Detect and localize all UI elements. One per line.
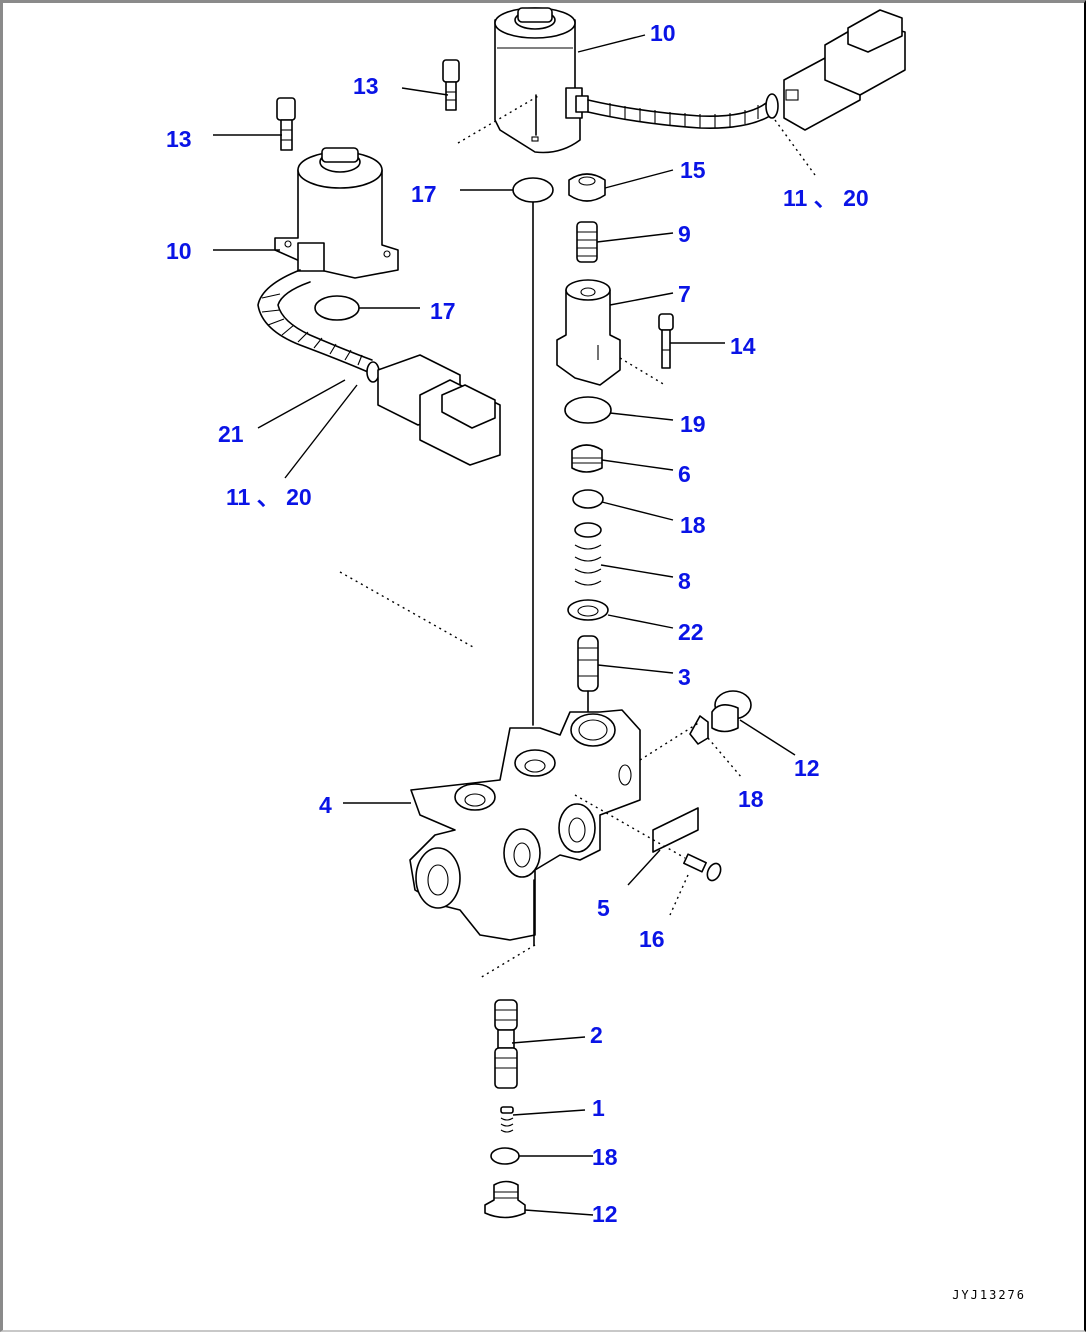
callout-10-top[interactable]: 10 (650, 20, 676, 46)
o-ring-17-top (512, 177, 554, 203)
plug-12-bottom (484, 1180, 526, 1219)
o-ring-18-b (689, 715, 709, 745)
callout-13-b[interactable]: 13 (166, 126, 192, 152)
o-ring-19 (564, 396, 612, 424)
callout-7[interactable]: 7 (678, 281, 691, 307)
o-ring-18-a (572, 489, 604, 509)
callout-21[interactable]: 21 (218, 421, 244, 447)
spring-9 (576, 221, 598, 263)
callout-2[interactable]: 2 (590, 1022, 603, 1048)
callout-4[interactable]: 4 (319, 792, 332, 818)
callout-13-a[interactable]: 13 (353, 73, 379, 99)
callout-9[interactable]: 9 (678, 221, 691, 247)
callout-11-20-left[interactable]: 11 、 20 (226, 484, 312, 510)
callout-10-left[interactable]: 10 (166, 238, 192, 264)
harness-top (587, 9, 906, 131)
callout-14[interactable]: 14 (730, 333, 756, 359)
valve-body-4 (409, 709, 641, 946)
callout-17-top[interactable]: 17 (411, 181, 437, 207)
callout-5[interactable]: 5 (597, 895, 610, 921)
solenoid-cartridge-7 (556, 279, 621, 386)
callout-11-20-top[interactable]: 11 、 20 (783, 185, 869, 211)
o-ring-18-c (490, 1147, 520, 1165)
alignment-lines (339, 94, 816, 979)
callout-12-bottom[interactable]: 12 (592, 1201, 618, 1227)
callout-6[interactable]: 6 (678, 461, 691, 487)
bolt-13-a (442, 59, 460, 111)
bolt-13-b (276, 97, 296, 151)
callout-15[interactable]: 15 (680, 157, 706, 183)
callout-19[interactable]: 19 (680, 411, 706, 437)
washer-22 (567, 599, 609, 621)
callout-17-mid[interactable]: 17 (430, 298, 456, 324)
screw-16 (683, 853, 722, 882)
callout-8[interactable]: 8 (678, 568, 691, 594)
valve-spool-3 (577, 635, 599, 713)
solenoid-top (494, 7, 589, 154)
nameplate-5 (652, 807, 699, 853)
spring-8 (574, 522, 602, 586)
o-ring-17-mid (314, 295, 360, 321)
callout-18-a[interactable]: 18 (680, 512, 706, 538)
callout-12-right[interactable]: 12 (794, 755, 820, 781)
plug-6 (571, 444, 603, 473)
callout-18-c[interactable]: 18 (592, 1144, 618, 1170)
bolt-14 (658, 313, 674, 369)
figure-id: JYJ13276 (952, 1288, 1026, 1302)
spring-1 (500, 1106, 514, 1133)
harness-left (257, 269, 501, 466)
callout-22[interactable]: 22 (678, 619, 704, 645)
plug-12-right (711, 690, 752, 733)
valve-spool-2 (494, 999, 518, 1089)
callout-16[interactable]: 16 (639, 926, 665, 952)
callout-18-b[interactable]: 18 (738, 786, 764, 812)
callout-1[interactable]: 1 (592, 1095, 605, 1121)
leader-lines (213, 34, 796, 1216)
nut-15 (568, 173, 606, 202)
callout-3[interactable]: 3 (678, 664, 691, 690)
solenoid-left (274, 147, 399, 279)
